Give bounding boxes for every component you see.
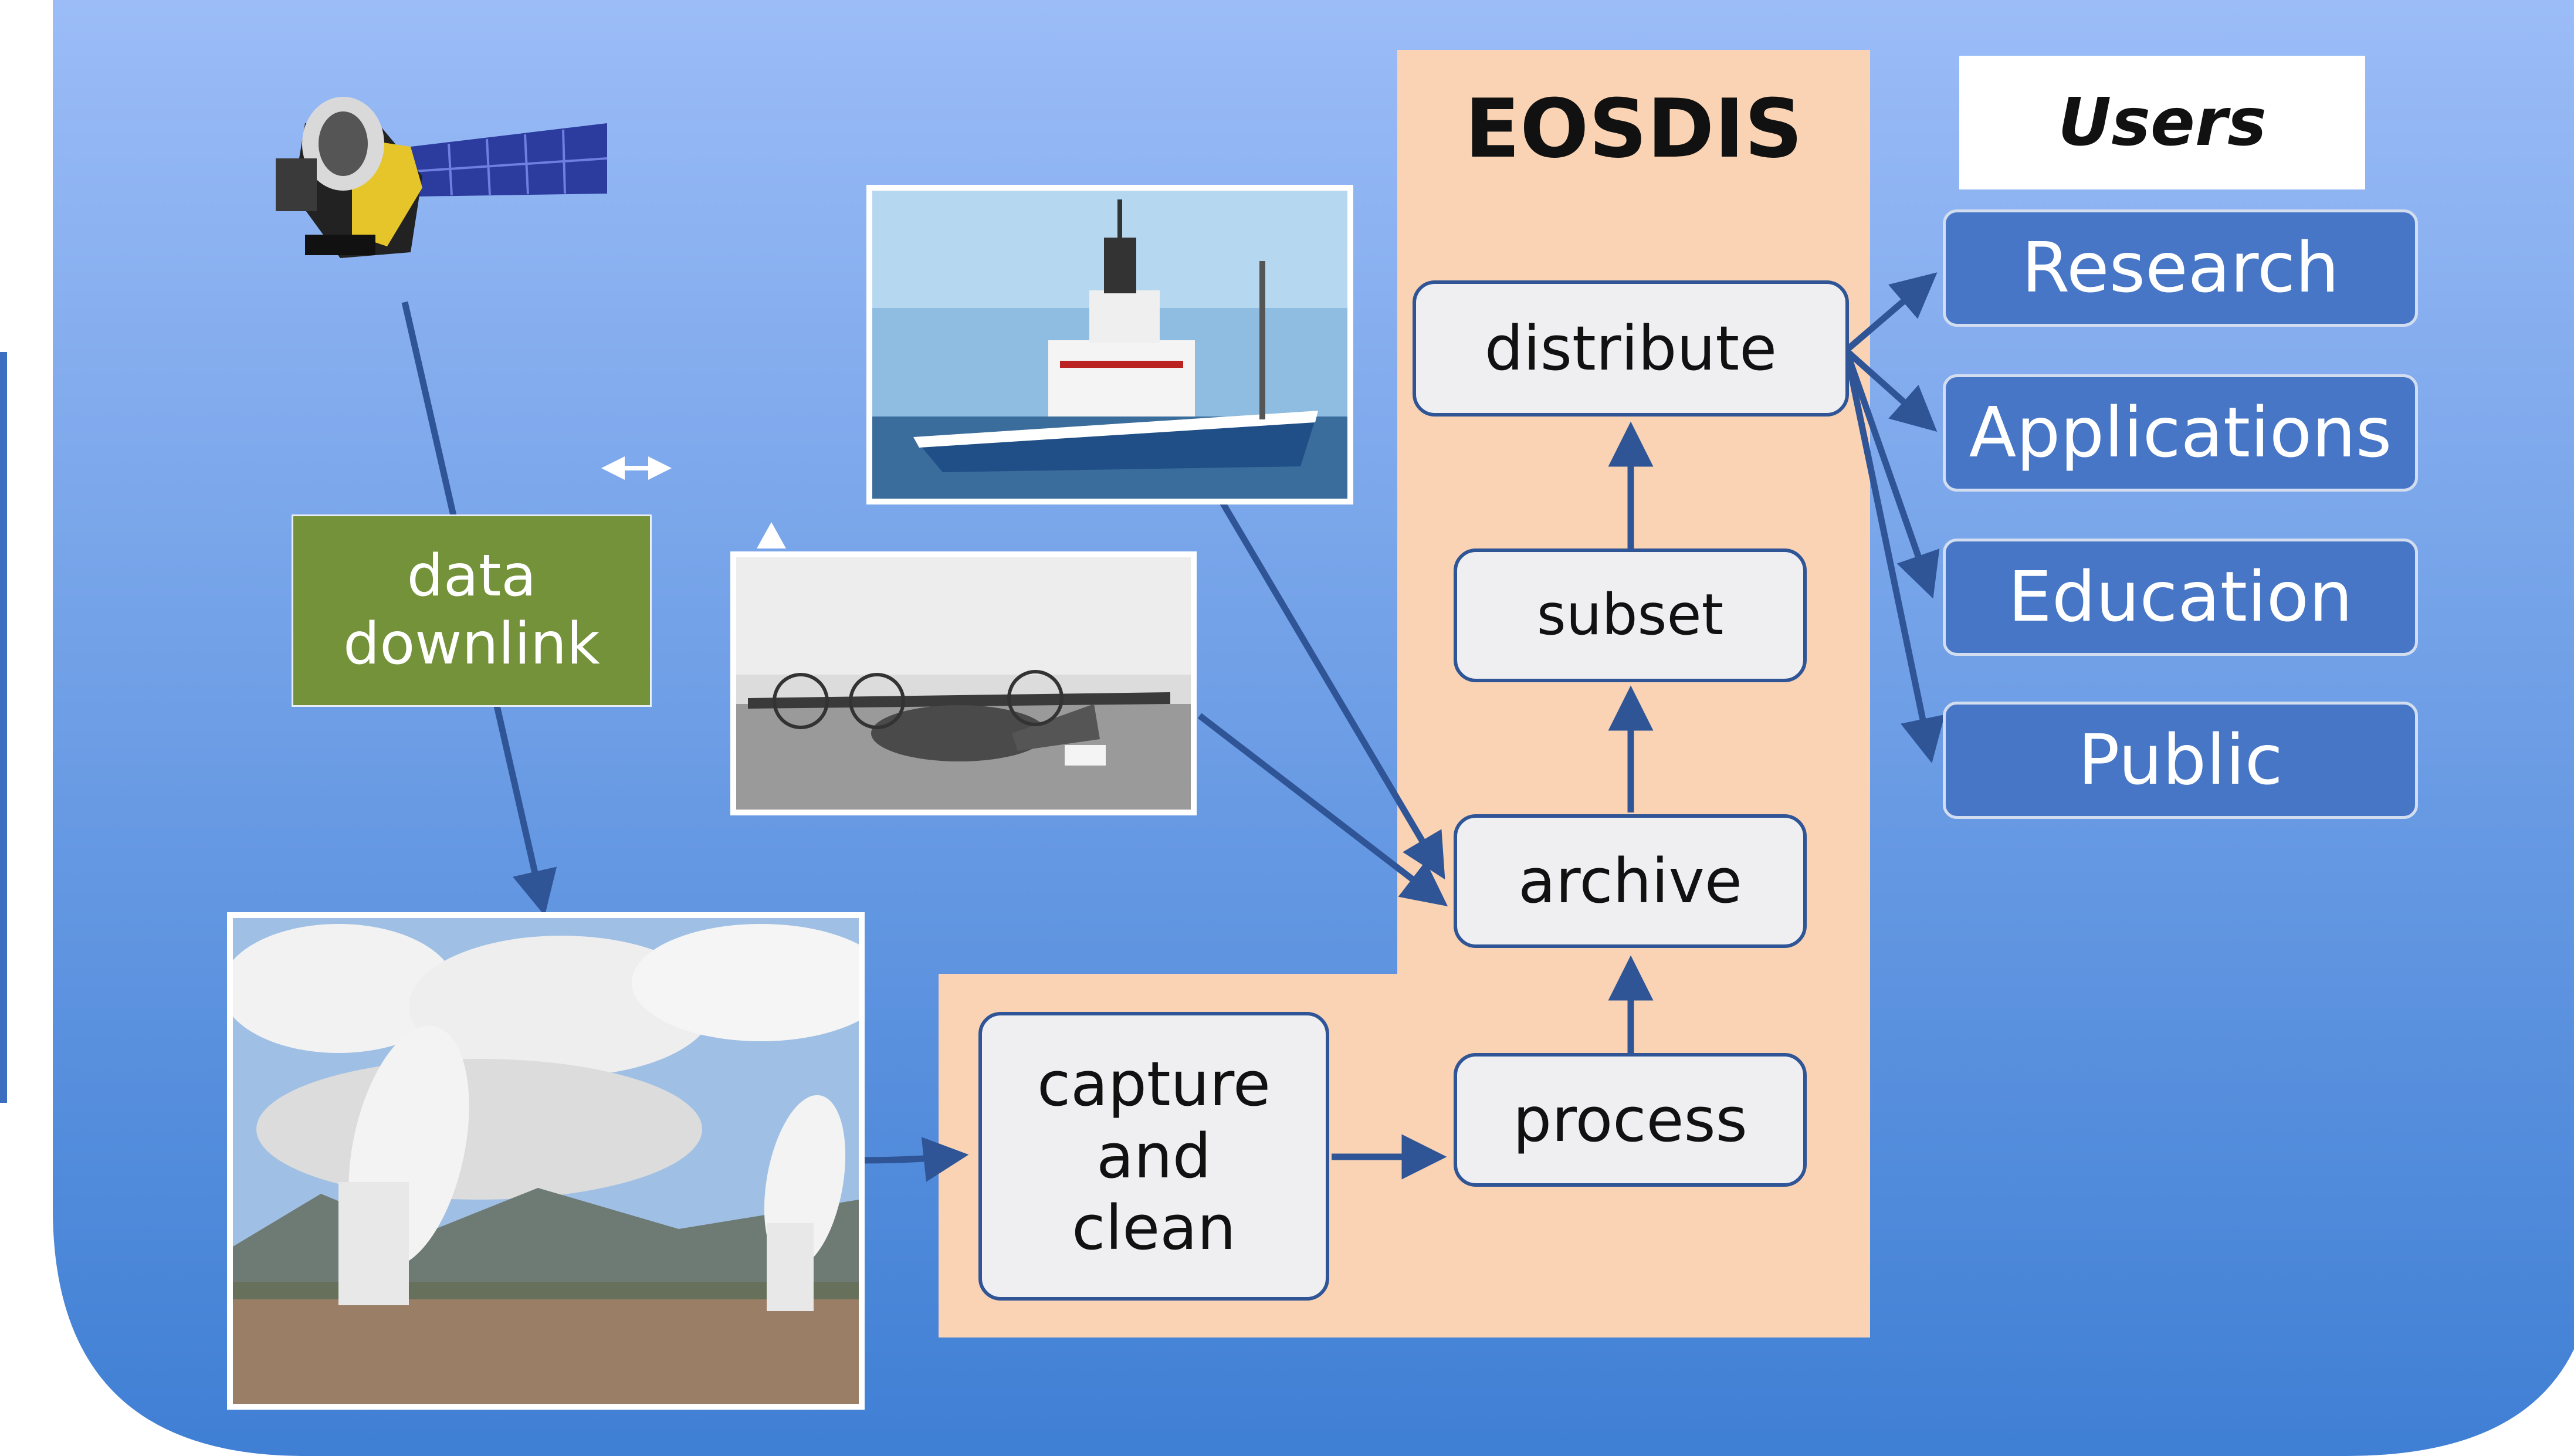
- aircraft-photo: [730, 551, 1197, 815]
- research-ship-photo: [866, 185, 1353, 504]
- data-downlink-label: data downlink: [292, 514, 652, 707]
- user-box-public: Public: [1943, 702, 2418, 819]
- archive-step: archive: [1454, 814, 1807, 948]
- eosdis-title: EOSDIS: [1464, 81, 1803, 176]
- distribute-step: distribute: [1413, 280, 1849, 417]
- process-step: process: [1454, 1053, 1807, 1187]
- left-edge-strip: [0, 352, 7, 1103]
- user-box-education: Education: [1943, 539, 2418, 656]
- ground-station-photo: [227, 912, 865, 1410]
- subset-step: subset: [1454, 548, 1807, 682]
- capture-and-clean-step: capture and clean: [978, 1012, 1329, 1301]
- user-box-research: Research: [1943, 209, 2418, 327]
- user-box-applications: Applications: [1943, 374, 2418, 492]
- users-header: Users: [1959, 56, 2365, 189]
